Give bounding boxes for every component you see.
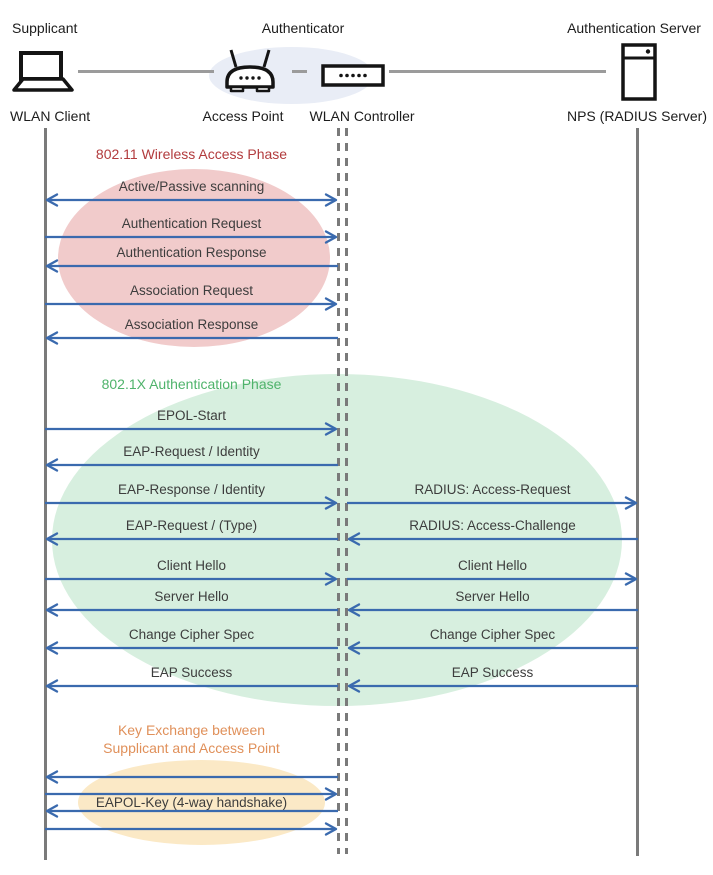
message-arrow — [45, 640, 338, 656]
message-label: EAP-Request / (Type) — [125, 518, 258, 533]
role-supplicant: Supplicant — [12, 20, 78, 36]
message-label: EPOL-Start — [156, 408, 227, 423]
message-label: Authentication Request — [121, 216, 262, 231]
lifeline-server — [636, 128, 639, 856]
eapol-key-label: EAPOL-Key (4-way handshake) — [95, 795, 288, 810]
message-label: Association Response — [124, 317, 259, 332]
phase-title-key-exchange-line1: Key Exchange between — [117, 722, 266, 738]
server-icon — [621, 43, 657, 101]
message-arrow — [45, 229, 338, 245]
phase-title-802-11: 802.11 Wireless Access Phase — [95, 146, 288, 162]
message-label: Association Request — [129, 283, 254, 298]
phase-title-key-exchange-line2: Supplicant and Access Point — [103, 740, 280, 756]
phase-title-802-1x: 802.1X Authentication Phase — [101, 376, 282, 392]
message-label: RADIUS: Access-Request — [414, 482, 571, 497]
message-label: EAP-Response / Identity — [117, 482, 266, 497]
message-arrow — [347, 640, 638, 656]
message-label: Change Cipher Spec — [128, 627, 255, 642]
lifeline-controller-right — [345, 128, 348, 854]
connector-ap-to-controller — [292, 70, 307, 73]
wlan-controller-icon — [321, 64, 385, 87]
message-arrow — [45, 421, 338, 437]
message-arrow — [45, 495, 338, 511]
message-arrow — [45, 678, 338, 694]
message-arrow — [45, 531, 338, 547]
message-label: EAP Success — [150, 665, 233, 680]
message-arrow — [45, 192, 338, 208]
message-label: Client Hello — [457, 558, 528, 573]
message-label: RADIUS: Access-Challenge — [409, 518, 576, 533]
message-arrow — [347, 571, 638, 587]
phase-key-exchange-ellipse — [78, 760, 325, 845]
message-arrow — [45, 803, 338, 819]
message-arrow — [45, 296, 338, 312]
message-label: Client Hello — [156, 558, 227, 573]
message-arrow — [45, 571, 338, 587]
device-wlan-client: WLAN Client — [10, 108, 91, 124]
message-arrow — [347, 531, 638, 547]
message-arrow — [347, 678, 638, 694]
message-arrow — [45, 258, 338, 274]
connector-controller-to-server — [389, 70, 606, 73]
message-label: EAP Success — [451, 665, 534, 680]
role-authenticator: Authenticator — [261, 20, 345, 36]
device-nps-radius-server: NPS (RADIUS Server) — [566, 108, 708, 124]
message-label: Authentication Response — [116, 245, 267, 260]
message-label: Server Hello — [154, 589, 229, 604]
message-label: Server Hello — [455, 589, 530, 604]
message-label: Active/Passive scanning — [118, 179, 265, 194]
message-arrow — [45, 602, 338, 618]
message-label: Change Cipher Spec — [429, 627, 556, 642]
message-arrow — [347, 495, 638, 511]
device-access-point: Access Point — [202, 108, 284, 124]
laptop-icon — [12, 51, 74, 92]
device-wlan-controller: WLAN Controller — [309, 108, 415, 124]
connector-client-to-ap — [78, 70, 214, 73]
message-label: EAP-Request / Identity — [123, 444, 260, 459]
wireless-access-point-icon — [225, 49, 275, 93]
message-arrow — [45, 457, 338, 473]
message-arrow — [45, 330, 338, 346]
message-arrow — [45, 821, 338, 837]
role-authentication-server: Authentication Server — [567, 20, 701, 36]
phase-802-11-ellipse — [58, 169, 330, 347]
lifeline-controller-left — [337, 128, 340, 854]
message-arrow — [45, 786, 338, 802]
message-arrow — [347, 602, 638, 618]
message-arrow — [45, 769, 338, 785]
lifeline-supplicant — [44, 128, 47, 860]
